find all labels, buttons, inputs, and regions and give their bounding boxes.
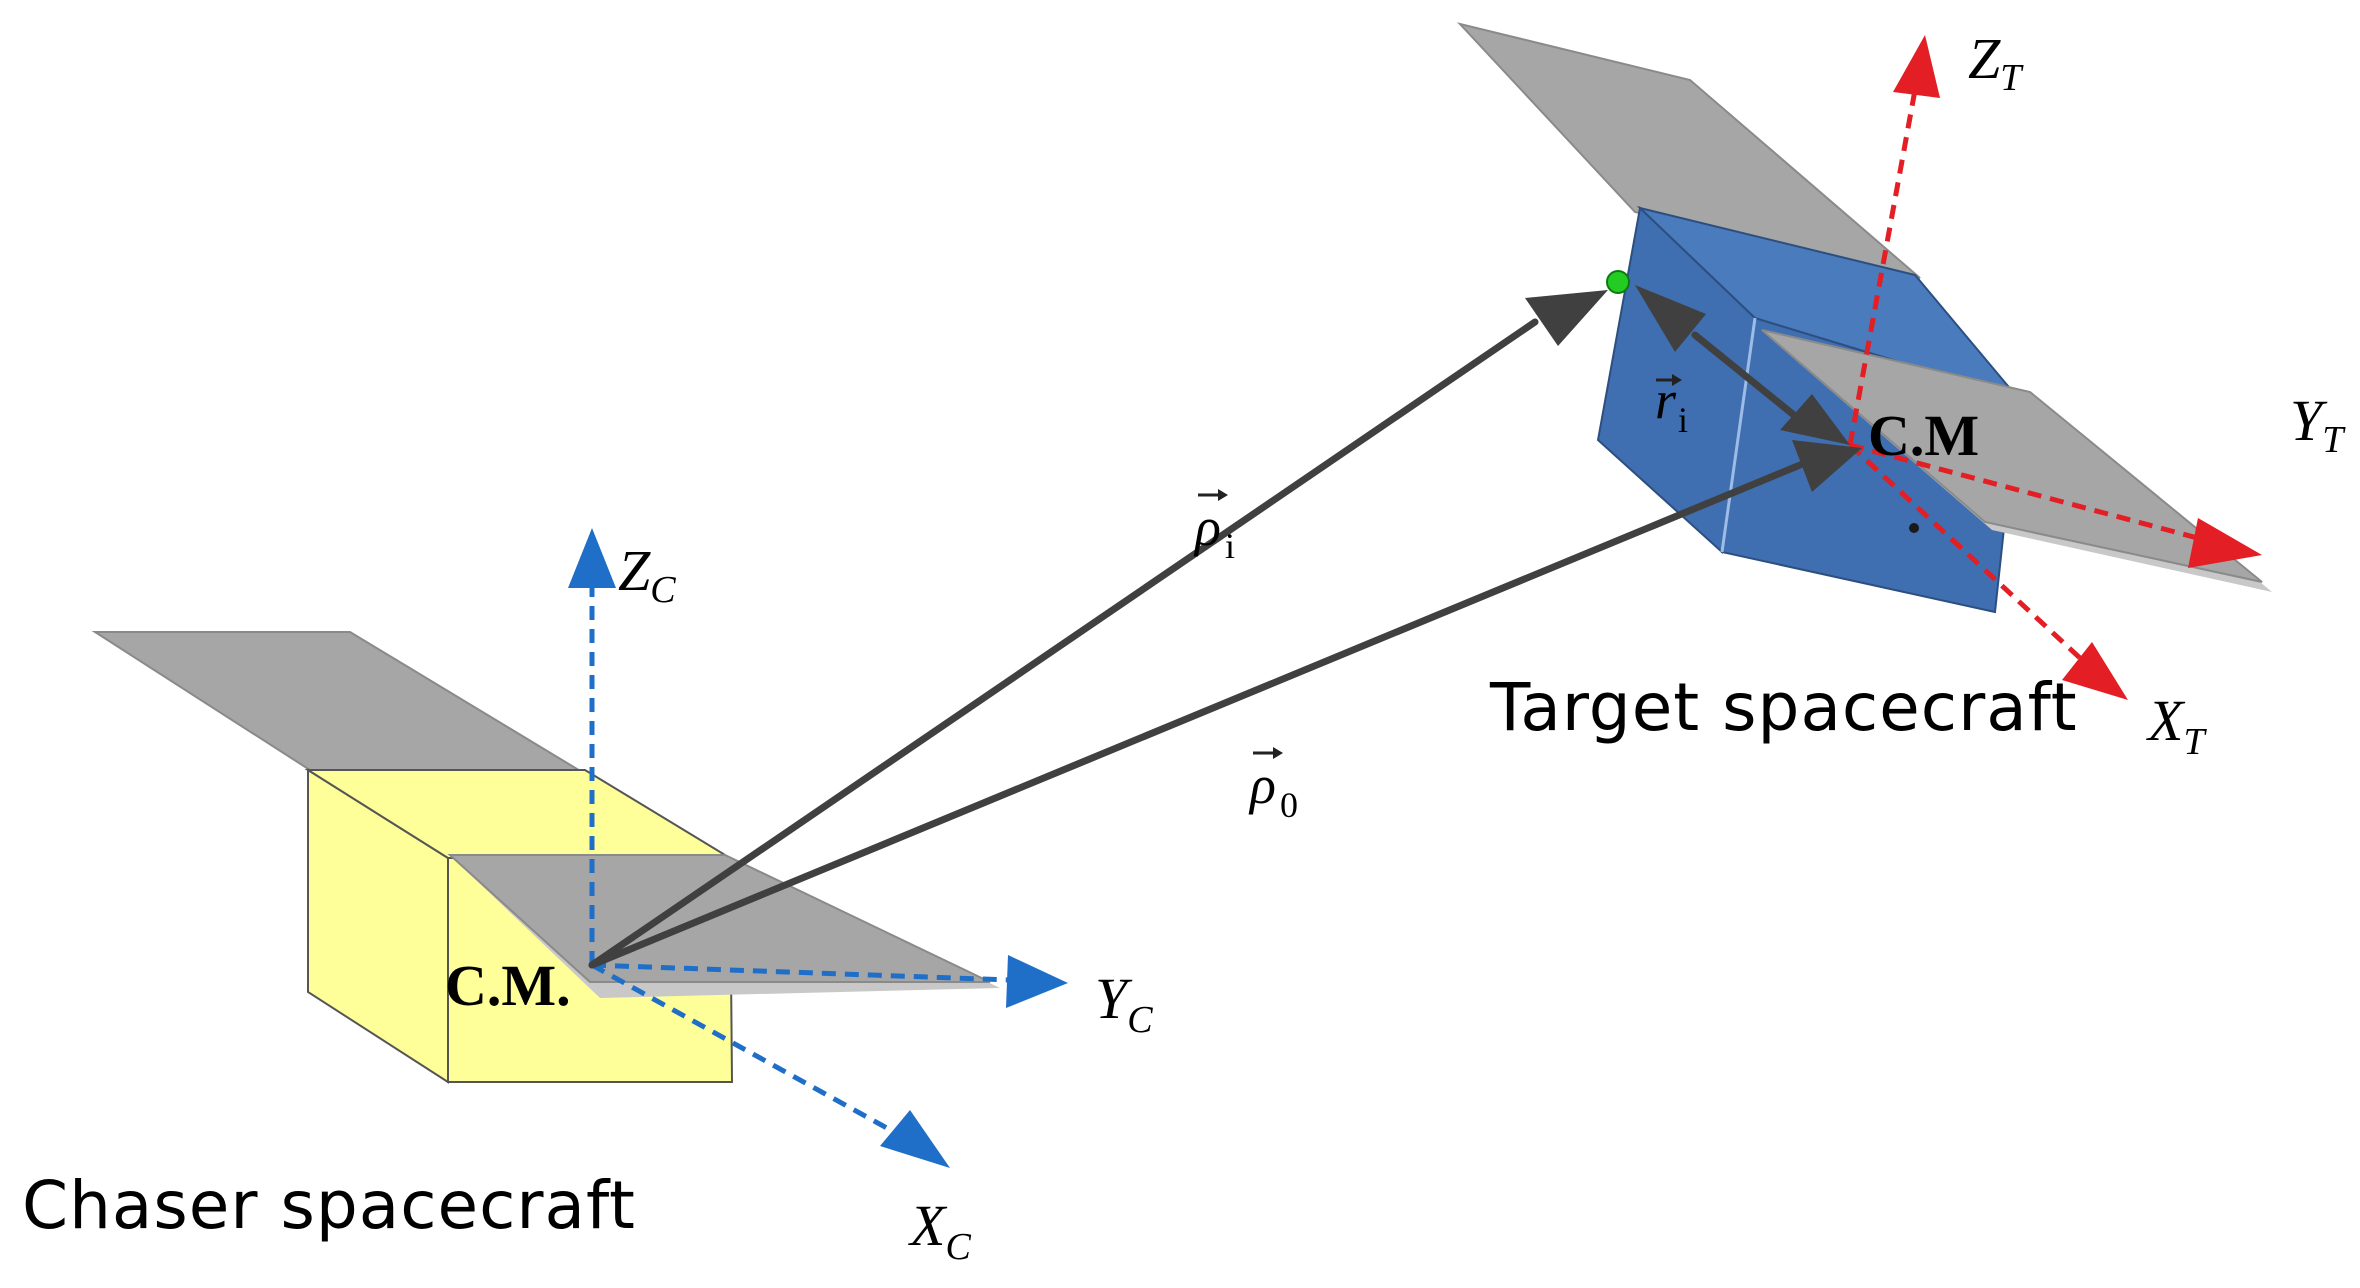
- chaser-bottom-solar-panel: [447, 854, 991, 983]
- rho-0-label: ρ 0: [1248, 747, 1298, 825]
- chaser-top-solar-panel: [91, 631, 586, 773]
- position-vectors: [588, 318, 1804, 969]
- rho-i-arrowhead: [1525, 290, 1608, 346]
- rho-i-arrow-accent-head: [1218, 489, 1228, 501]
- target-x-arrowhead: [2062, 642, 2128, 700]
- target-cm-label: C.M: [1868, 403, 1979, 468]
- target-y-axis-label: YT: [2290, 388, 2346, 461]
- chaser-axes: [589, 585, 1011, 1141]
- svg-text:ρ: ρ: [1248, 755, 1276, 815]
- r-i-arrowhead-end: [1780, 394, 1850, 445]
- chaser-y-arrowhead: [1006, 955, 1068, 1008]
- target-surface-dot: [1909, 523, 1919, 533]
- target-top-solar-panel: [1456, 22, 1921, 279]
- rho-0-vector-line: [588, 461, 1804, 969]
- rho-i-vector-line: [588, 318, 1539, 969]
- chaser-y-axis: [591, 962, 1011, 983]
- chaser-z-axis-label: ZC: [618, 538, 676, 611]
- chaser-y-axis-label: YC: [1095, 966, 1153, 1041]
- svg-text:ρ: ρ: [1193, 497, 1221, 557]
- r-i-arrow-accent-head: [1672, 374, 1682, 386]
- target-spacecraft-caption: Target spacecraft: [1489, 669, 2078, 746]
- chaser-x-axis: [590, 962, 907, 1141]
- target-y-arrowhead: [2188, 518, 2262, 568]
- target-z-arrowhead: [1893, 35, 1940, 98]
- chaser-x-arrowhead: [880, 1110, 950, 1168]
- rho-0-arrow-accent-head: [1273, 747, 1283, 759]
- r-i-arrowhead-start: [1635, 285, 1706, 352]
- r-i-label: r i: [1655, 370, 1688, 440]
- target-body-edge: [1720, 317, 1757, 553]
- chaser-spacecraft-caption: Chaser spacecraft: [22, 1167, 636, 1244]
- feature-point: [1606, 270, 1630, 294]
- svg-text:0: 0: [1280, 785, 1298, 825]
- chaser-cm-label: C.M.: [445, 953, 571, 1018]
- chaser-x-axis-label: XC: [908, 1193, 971, 1268]
- rho-0-arrowhead: [1792, 440, 1862, 492]
- target-y-axis: [1849, 442, 2206, 543]
- target-z-axis: [1847, 89, 1918, 446]
- rho-i-label: ρ i: [1193, 489, 1235, 566]
- target-x-axis-label: XT: [2146, 688, 2207, 763]
- chaser-z-arrowhead: [568, 528, 616, 588]
- svg-text:r: r: [1655, 370, 1677, 430]
- target-bottom-solar-panel: [1761, 329, 2263, 583]
- svg-text:i: i: [1225, 526, 1235, 566]
- target-z-axis-label: ZT: [1968, 26, 2024, 99]
- svg-text:i: i: [1678, 400, 1688, 440]
- target-x-axis: [1848, 443, 2082, 660]
- r-i-vector-line: [1691, 331, 1804, 424]
- target-axes: [1847, 89, 2206, 660]
